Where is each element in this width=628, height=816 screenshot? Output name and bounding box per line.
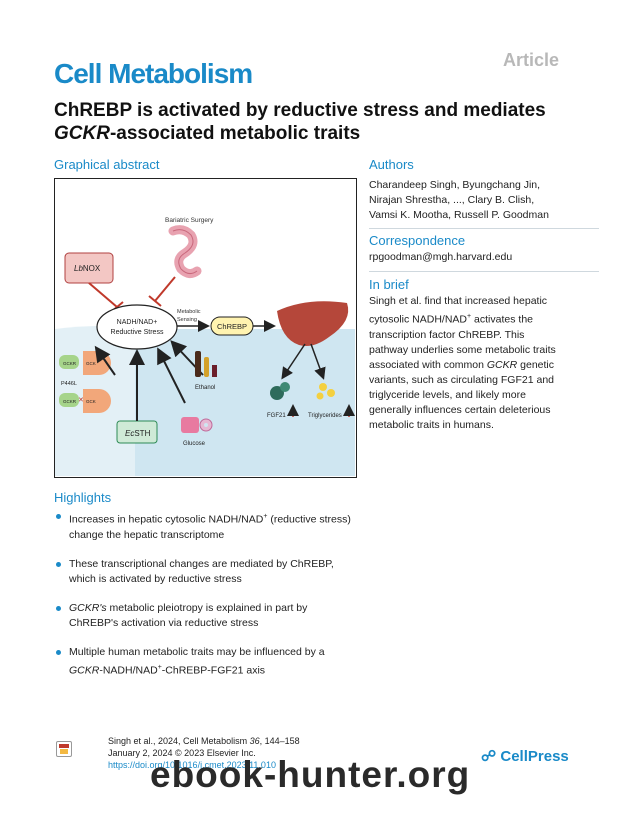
doi-link[interactable]: https://doi.org/10.1016/j.cmet.2023.11.0…: [108, 760, 276, 770]
highlight-item: Increases in hepatic cytosolic NADH/NAD+…: [54, 509, 364, 543]
wine-glass-icon: [212, 365, 217, 377]
glucose-nadh-arrow: [157, 347, 186, 404]
brief-line: transcription factor ChREBP. This: [369, 328, 525, 341]
fgf21-protein-icon-2: [280, 382, 290, 392]
citation-line: Singh et al., 2024, Cell Metabolism 36, …: [108, 736, 300, 746]
brief-line: generally influences certain deleterious: [369, 403, 551, 416]
metabolic-label: Metabolic: [177, 309, 201, 315]
reductive-stress-label: Reductive Stress: [111, 329, 164, 336]
nadh-node: [96, 304, 178, 350]
nadh-label: NADH/NAD+: [117, 319, 158, 326]
in-brief-heading: In brief: [369, 277, 409, 292]
citation: Singh et al., 2024, Cell Metabolism 36, …: [108, 735, 300, 771]
bullet-icon: [56, 649, 61, 655]
gckr-box: [59, 355, 79, 369]
bullet-icon: [56, 561, 61, 567]
correspondence-email[interactable]: rpgoodman@mgh.harvard.edu: [369, 251, 513, 263]
title-gene: GCKR: [54, 123, 110, 144]
author-list: Charandeep Singh, Byungchang Jin, Niraja…: [369, 178, 609, 223]
beer-bottle-icon: [204, 357, 209, 377]
cellpress-logo: ☍ CellPress: [481, 747, 569, 765]
title-part-end: -associated metabolic traits: [109, 123, 361, 144]
highlight-item: Multiple human metabolic traits may be i…: [54, 645, 364, 679]
graphical-abstract-svg: Bariatric Surgery LbNOX NADH/NAD+ Reduct…: [55, 179, 355, 476]
highlight-item: GCKR's metabolic pleiotropy is explained…: [54, 601, 364, 631]
highlights-list: Increases in hepatic cytosolic NADH/NAD+…: [54, 509, 364, 692]
fgf21-protein-icon: [270, 386, 284, 400]
gckr-block-icon: ✕: [78, 397, 84, 404]
cake-icon: [181, 417, 199, 433]
lbnox-label: LbNOX: [74, 264, 101, 273]
check-for-updates-icon[interactable]: [56, 741, 72, 757]
author-line: Charandeep Singh, Byungchang Jin,: [369, 179, 541, 191]
title-part: ChREBP is activated by reductive stress …: [54, 100, 546, 121]
gckr-variant-label: GCKR: [63, 399, 77, 404]
lbnox-inhibit-line: [88, 282, 118, 308]
journal-name: Cell Metabolism: [54, 58, 253, 89]
correspondence-heading: Correspondence: [369, 233, 466, 248]
author-line: Vamsi K. Mootha, Russell P. Goodman: [369, 209, 549, 221]
liver-tg-arrow: [310, 343, 326, 380]
p446l-label: P446L: [61, 381, 77, 387]
stomach-outline: [172, 229, 198, 275]
brief-line: associated with common GCKR genetic: [369, 358, 555, 371]
brief-line: pathway underlies some metabolic traits: [369, 343, 556, 356]
triglyceride-icon-3: [316, 392, 324, 400]
ecsth-label: EcSTH: [125, 429, 151, 438]
bullet-icon: [56, 514, 61, 519]
brief-line: variants, such as circulating FGF21 and: [369, 373, 555, 386]
wine-bottle-icon: [195, 351, 201, 377]
authors-heading: Authors: [369, 157, 414, 172]
bariatric-label: Bariatric Surgery: [165, 217, 214, 224]
divider: [369, 228, 599, 229]
article-type-label: Article: [503, 50, 560, 70]
triglyceride-icon-2: [327, 389, 335, 397]
liver-fgf21-arrow: [281, 343, 306, 380]
watermark: ebook-hunter.org: [150, 754, 471, 795]
gckr-variant-protein-icon: [83, 389, 111, 413]
liver-icon: [277, 301, 349, 346]
triglycerides-label: Triglycerides: [308, 413, 342, 419]
triglyceride-icon: [319, 383, 327, 391]
ethanol-label: Ethanol: [195, 385, 215, 391]
glucose-label: Glucose: [183, 441, 206, 447]
bariatric-inhibit-line: [154, 276, 176, 302]
author-line: Nirajan Shrestha, ..., Clary B. Clish,: [369, 194, 535, 206]
sensing-label: Sensing: [177, 317, 197, 323]
in-brief-text: Singh et al. find that increased hepatic…: [369, 294, 609, 433]
cellpress-name: CellPress: [500, 748, 569, 765]
brief-line: Singh et al. find that increased hepatic: [369, 295, 548, 307]
brief-line: triglyceride levels, and likely more: [369, 388, 526, 401]
divider: [369, 271, 599, 272]
brief-line: metabolic traits in humans.: [369, 418, 494, 431]
gck-label: GCK: [86, 361, 96, 366]
gck-variant-label: GCK: [86, 399, 96, 404]
highlight-item: These transcriptional changes are mediat…: [54, 557, 364, 587]
graphical-abstract-heading: Graphical abstract: [54, 157, 160, 172]
cellpress-icon: ☍: [481, 748, 497, 765]
chrebp-label: ChREBP: [217, 322, 247, 331]
highlights-heading: Highlights: [54, 490, 112, 505]
gckr-nadh-arrow: [94, 345, 116, 376]
brief-line: cytosolic NADH/NAD+ activates the: [369, 313, 533, 326]
donut-hole: [204, 423, 208, 427]
article-title: ChREBP is activated by reductive stress …: [54, 99, 574, 145]
fgf21-label: FGF21: [267, 413, 286, 419]
gckr-label: GCKR: [63, 361, 77, 366]
gckr-variant-box: [59, 393, 79, 407]
citation-date: January 2, 2024 © 2023 Elsevier Inc.: [108, 748, 256, 758]
bullet-icon: [56, 605, 61, 611]
graphical-abstract-figure: Bariatric Surgery LbNOX NADH/NAD+ Reduct…: [54, 178, 357, 478]
bariatric-inhibit-bar: [148, 295, 162, 307]
